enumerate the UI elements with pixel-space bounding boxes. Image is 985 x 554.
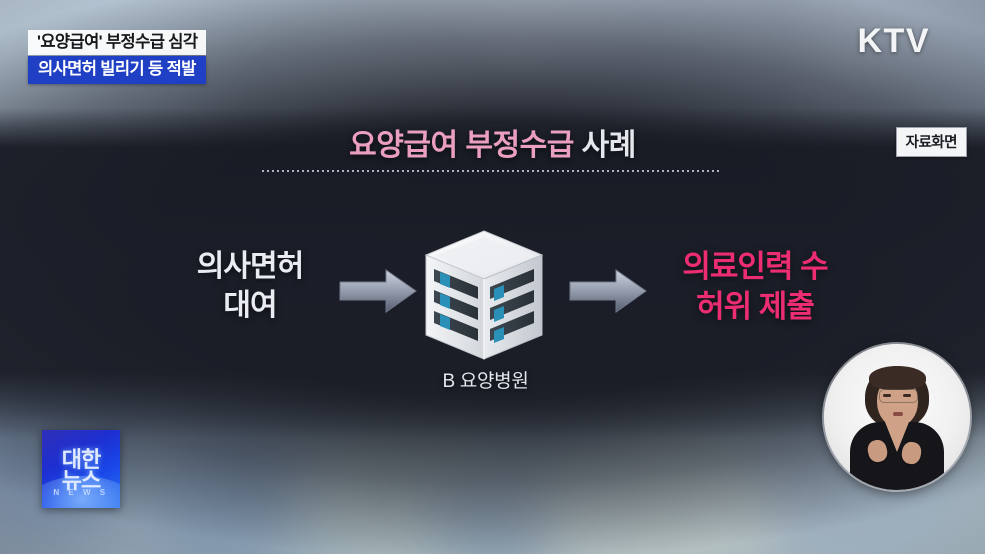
graphic-title-highlight: 요양급여 부정수급 xyxy=(349,129,574,162)
flow-arrow-2-icon xyxy=(569,269,647,313)
program-logo-daehan-news: 대한 뉴스 N E W S xyxy=(42,430,120,508)
news-headline-banner: '요양급여' 부정수급 심각 의사면허 빌리기 등 적발 xyxy=(28,30,207,84)
program-logo-line1: 대한 xyxy=(61,447,101,472)
headline-line-2: 의사면허 빌리기 등 적발 xyxy=(28,56,206,84)
flow-right-label-line1: 의료인력 수 xyxy=(682,249,828,284)
building-caption: B 요양병원 xyxy=(442,371,529,392)
flow-right-label-line2: 허위 제출 xyxy=(696,289,815,325)
program-logo-line3: N E W S xyxy=(53,488,109,497)
flow-right-label: 의료인력 수 허위 제출 xyxy=(640,247,870,328)
flow-left-label: 의사면허 대여 xyxy=(150,247,350,325)
sign-language-interpreter-inset xyxy=(824,344,970,490)
title-dotted-divider xyxy=(262,170,720,172)
graphic-title-rest: 사례 xyxy=(573,129,637,162)
flow-left-label-line2: 대여 xyxy=(223,289,277,322)
flow-left-label-line1: 의사면허 xyxy=(196,250,304,283)
flow-arrow-1-icon xyxy=(339,269,417,313)
graphic-title: 요양급여 부정수급 사례 xyxy=(0,120,985,164)
program-logo-line2: 뉴스 xyxy=(61,468,101,493)
hospital-building-icon xyxy=(424,230,544,360)
channel-logo-ktv: KTV xyxy=(857,22,930,60)
flow-diagram: 의사면허 대여 xyxy=(0,225,985,405)
source-footage-tag: 자료화면 xyxy=(895,127,967,157)
headline-line-1: '요양급여' 부정수급 심각 xyxy=(28,30,207,56)
